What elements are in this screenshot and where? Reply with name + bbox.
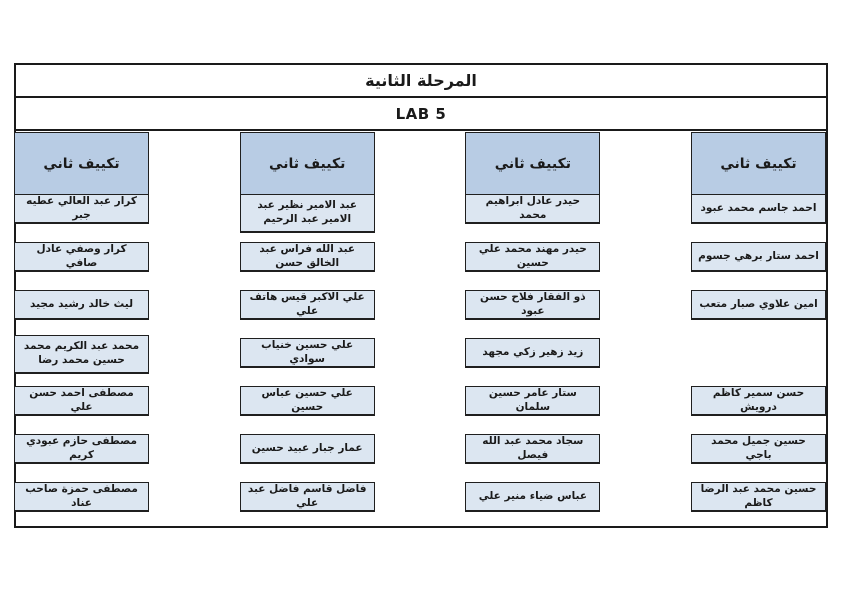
column-2-header: تكييف ثاني bbox=[465, 132, 601, 195]
student-name-box: عباس ضياء منير علي bbox=[465, 482, 601, 512]
student-name-box: محمد عبد الكريم محمد حسين محمد رضا bbox=[14, 335, 150, 374]
student-name-box: احمد جاسم محمد عبود bbox=[691, 194, 826, 224]
student-name-box: مصطفى احمد حسن علي bbox=[14, 386, 150, 416]
student-name-box: عبد الله فراس عبد الخالق حسن bbox=[239, 242, 375, 272]
lab-row: LAB 5 bbox=[16, 98, 826, 131]
student-name-box: حسين محمد عبد الرضا كاظم bbox=[691, 482, 826, 512]
student-name-box: ذو الفقار فلاح حسن عبود bbox=[465, 290, 601, 320]
student-name-box: علي الاكبر قيس هاتف علي bbox=[239, 290, 375, 320]
student-name-box: كرار عبد العالي عطيه جبر bbox=[14, 194, 150, 224]
student-name-box: حسين جميل محمد باجي bbox=[691, 434, 826, 464]
student-name-box: حيدر عادل ابراهيم محمد bbox=[465, 194, 601, 224]
column-1-header: تكييف ثاني bbox=[691, 132, 826, 195]
column-3-header: تكييف ثاني bbox=[239, 132, 375, 195]
student-name-box: احمد ستار برهي جسوم bbox=[691, 242, 826, 272]
student-name-box: حيدر مهند محمد علي حسين bbox=[465, 242, 601, 272]
student-name-box: سجاد محمد عبد الله فيصل bbox=[465, 434, 601, 464]
stage-title-row: المرحلة الثانية bbox=[16, 65, 826, 98]
student-name-box: علي حسين خنياب سوادي bbox=[239, 338, 375, 368]
student-name-box: امين علاوي صبار متعب bbox=[691, 290, 826, 320]
column-4-header: تكييف ثاني bbox=[14, 132, 150, 195]
student-name-box: مصطفى حمزة صاحب عناد bbox=[14, 482, 150, 512]
student-name-box: مصطفى حازم عبودي كريم bbox=[14, 434, 150, 464]
lab-label: LAB 5 bbox=[395, 104, 447, 123]
stage-title: المرحلة الثانية bbox=[365, 71, 477, 90]
student-name-box: حسن سمير كاظم درويش bbox=[691, 386, 826, 416]
student-name-box: فاضل قاسم فاضل عبد علي bbox=[239, 482, 375, 512]
student-name-box: علي حسين عباس حسين bbox=[239, 386, 375, 416]
student-name-box: عمار جبار عبيد حسين bbox=[239, 434, 375, 464]
student-name-box: عبد الامير نظير عبد الامير عبد الرحيم bbox=[239, 194, 375, 233]
student-name-box: ليث خالد رشيد مجيد bbox=[14, 290, 150, 320]
student-name-box: زيد زهير زكي مجهد bbox=[465, 338, 601, 368]
student-name-box: ستار عامر حسين سلمان bbox=[465, 386, 601, 416]
student-name-box: كرار وصفي عادل صافي bbox=[14, 242, 150, 272]
